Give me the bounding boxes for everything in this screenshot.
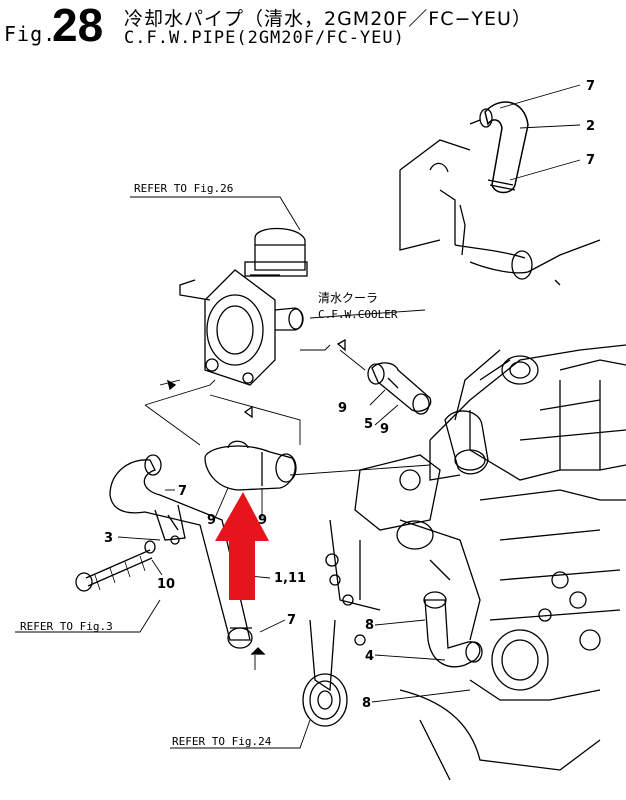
- callout-8-lower: 8: [362, 696, 371, 711]
- hose-part-2: [469, 101, 529, 194]
- callout-8-upper: 8: [365, 618, 374, 633]
- hose-part-middle: [204, 440, 297, 491]
- title-japanese: 冷却水パイプ（清水，2GM20F／FC−YEU）: [124, 8, 532, 30]
- callout-leaders: [117, 84, 581, 703]
- cooler-label-ja: 清水クーラ: [318, 291, 378, 305]
- callout-7-mid: 7: [586, 153, 595, 168]
- callout-9-hose-right: 9: [258, 513, 267, 528]
- callout-1-11: 1,11: [274, 571, 306, 586]
- callout-7-left: 7: [178, 484, 187, 499]
- callout-7-bottom: 7: [287, 613, 296, 628]
- header: Fig. 28 冷却水パイプ（清水，2GM20F／FC−YEU） C.F.W.P…: [0, 0, 626, 50]
- pulley: [302, 619, 348, 727]
- callout-4: 4: [365, 649, 374, 664]
- refer-fig-24-label: REFER TO Fig.24: [172, 735, 272, 748]
- callout-5: 5: [364, 417, 373, 432]
- ref-leaders: [15, 196, 311, 749]
- fig-number: 28: [52, 0, 104, 51]
- cooler-label-en: C.F.W.COOLER: [318, 308, 398, 321]
- highlight-arrow: [215, 492, 269, 600]
- callout-7-top: 7: [586, 79, 595, 94]
- refer-fig-26-label: REFER TO Fig.26: [134, 182, 233, 195]
- refer-fig-3-label: REFER TO Fig.3: [20, 620, 113, 633]
- callout-10: 10: [157, 577, 175, 592]
- engine-upper-block: [399, 139, 601, 286]
- callout-9-hose-left: 9: [207, 513, 216, 528]
- fig-prefix: Fig.: [4, 22, 57, 46]
- callout-9-cooler-right: 9: [380, 422, 389, 437]
- hose-part-8: [423, 591, 483, 668]
- bolt-part-3: [75, 535, 180, 592]
- title-english: C.F.W.PIPE(2GM20F/FC-YEU): [124, 28, 405, 48]
- cfw-cooler: [179, 227, 308, 386]
- callout-2: 2: [586, 119, 595, 134]
- hose-part-5: [367, 362, 432, 415]
- engine-body: [325, 344, 626, 781]
- callout-3: 3: [104, 531, 113, 546]
- callout-9-cooler-left: 9: [338, 401, 347, 416]
- pipe-part-1-11: [109, 454, 253, 649]
